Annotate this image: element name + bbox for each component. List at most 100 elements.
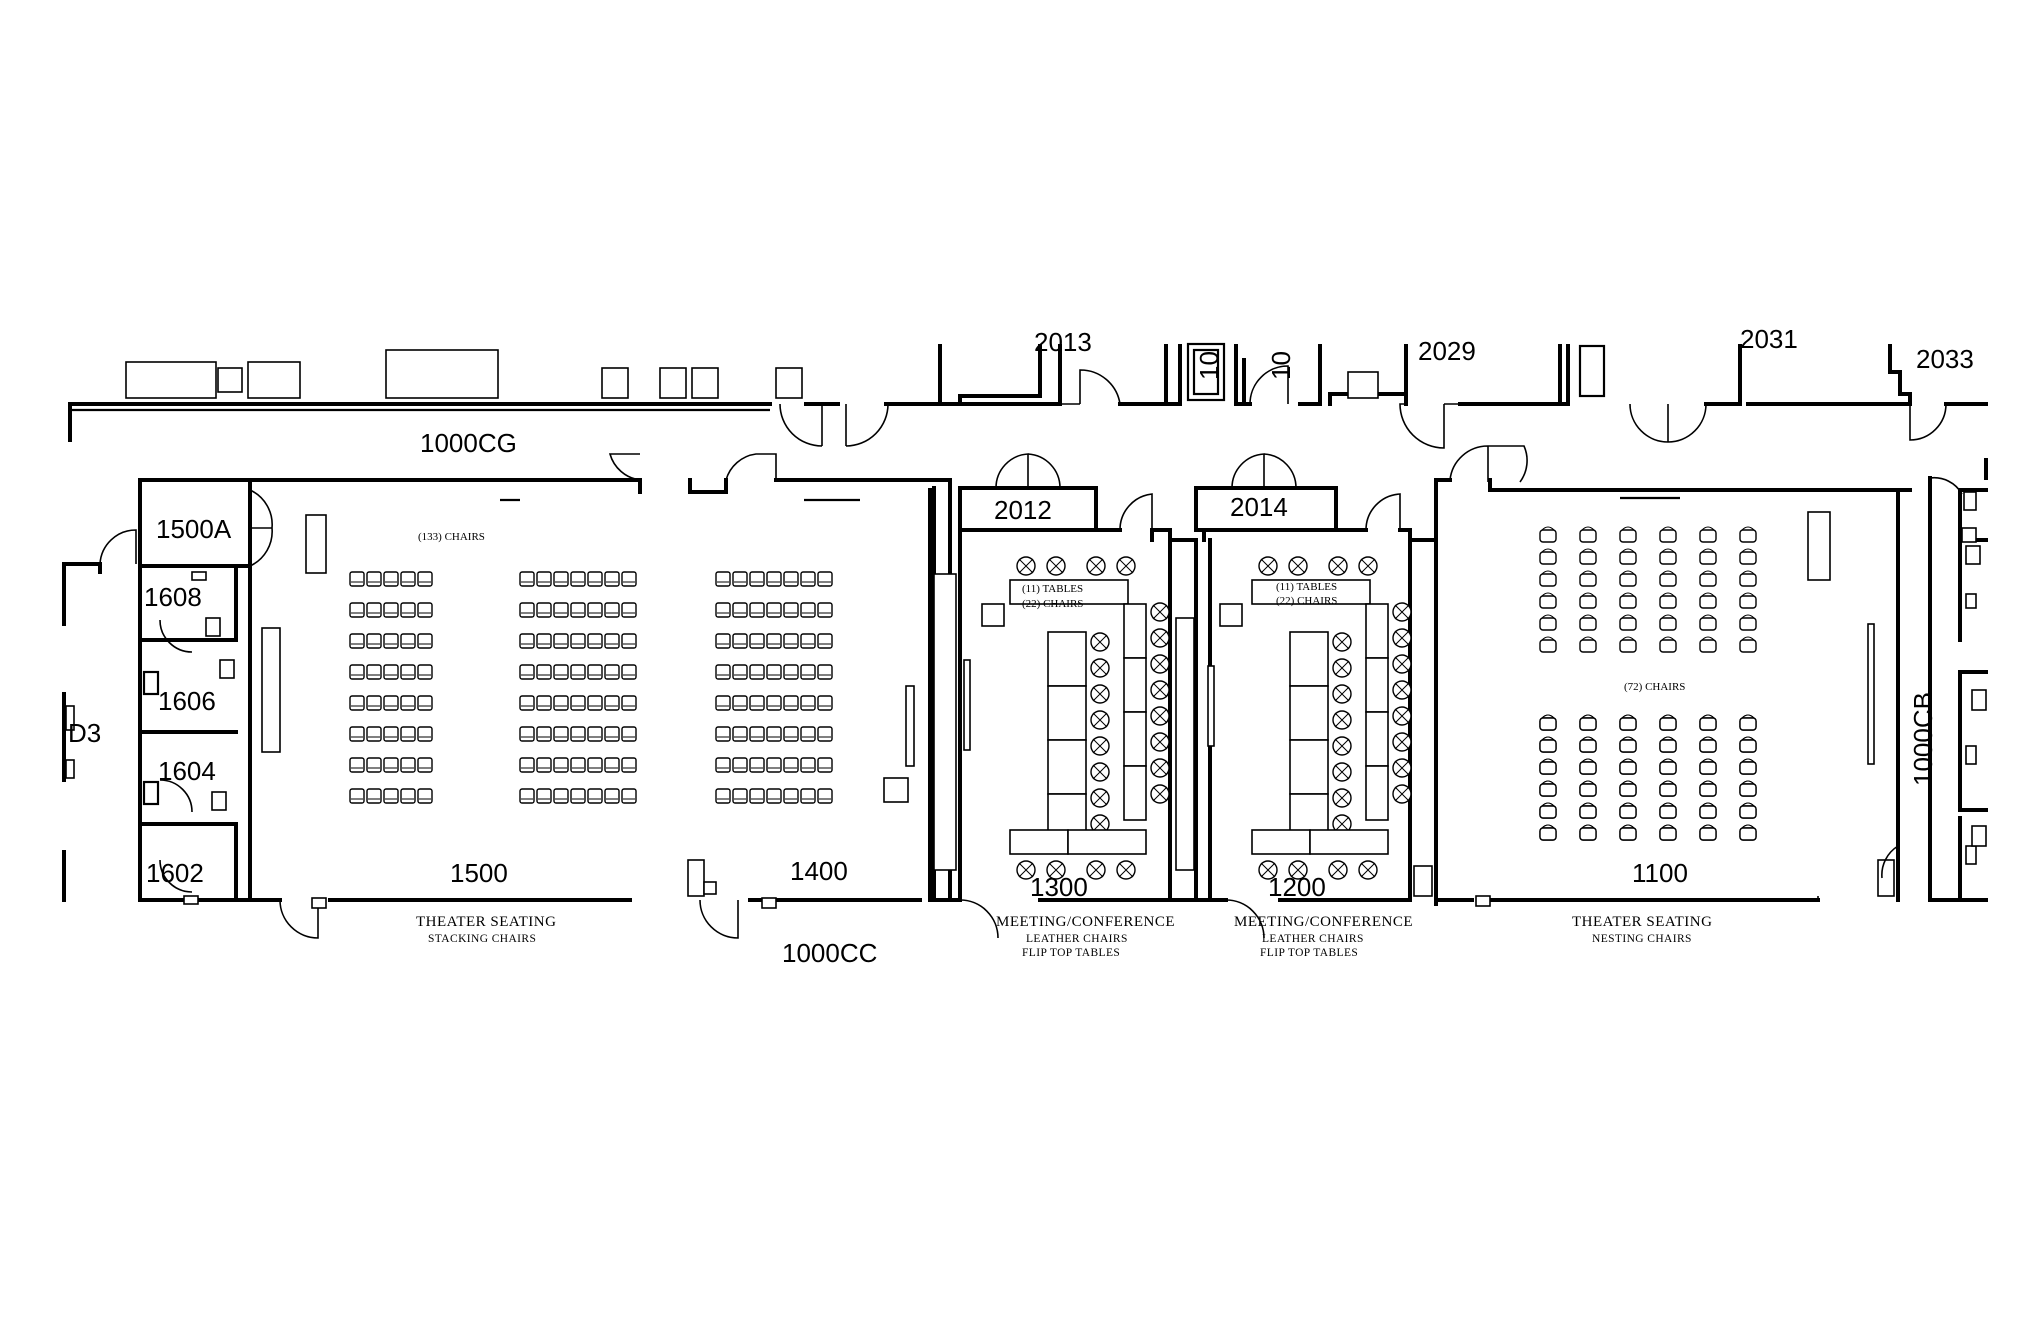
room-10-partial-label-b: 10 — [1266, 351, 1296, 380]
stacking-chair — [732, 788, 748, 804]
stacking-chair — [570, 664, 586, 680]
leather-chair — [1288, 556, 1308, 576]
stacking-chair — [383, 726, 399, 742]
nesting-chair — [1699, 802, 1717, 819]
stacking-chair — [621, 571, 637, 587]
leather-chair — [1258, 860, 1278, 880]
stacking-chair — [417, 757, 433, 773]
leather-chair — [1332, 684, 1352, 704]
nesting-chair — [1739, 570, 1757, 587]
room-1100-chair-count-note: (72) CHAIRS — [1624, 681, 1685, 693]
stacking-chair — [715, 695, 731, 711]
stacking-chair — [553, 757, 569, 773]
leather-chair — [1392, 654, 1412, 674]
leather-chair — [1288, 860, 1308, 880]
stacking-chair — [383, 695, 399, 711]
nesting-chair — [1579, 736, 1597, 753]
stacking-chair — [519, 788, 535, 804]
stacking-chair — [417, 602, 433, 618]
nesting-chair — [1579, 570, 1597, 587]
nesting-chair — [1579, 636, 1597, 653]
stacking-chair — [783, 664, 799, 680]
stacking-chair — [570, 571, 586, 587]
nesting-chair — [1699, 614, 1717, 631]
nesting-chair — [1619, 802, 1637, 819]
stacking-chair — [732, 571, 748, 587]
room-1606-label: 1606 — [158, 686, 216, 716]
nesting-chair — [1539, 548, 1557, 565]
stacking-chair — [783, 726, 799, 742]
stacking-chair — [800, 726, 816, 742]
nesting-chair — [1539, 714, 1557, 731]
nesting-chair — [1539, 780, 1557, 797]
stacking-chair — [553, 788, 569, 804]
stacking-chair — [417, 633, 433, 649]
leather-chair — [1392, 628, 1412, 648]
stacking-chair — [800, 602, 816, 618]
room-1300-chair-line: LEATHER CHAIRS — [1026, 933, 1128, 945]
stacking-chair — [817, 571, 833, 587]
nesting-chair — [1699, 758, 1717, 775]
stacking-chair — [783, 571, 799, 587]
leather-chair — [1116, 556, 1136, 576]
stacking-chair — [621, 664, 637, 680]
room-partial-left-label: D3 — [68, 718, 101, 748]
stacking-chair — [587, 695, 603, 711]
room-1300-table-line: FLIP TOP TABLES — [1022, 947, 1120, 959]
nesting-chair — [1579, 802, 1597, 819]
stacking-chair — [553, 602, 569, 618]
stacking-chair — [366, 788, 382, 804]
stacking-chair — [349, 695, 365, 711]
stacking-chair — [817, 788, 833, 804]
nesting-chair — [1699, 714, 1717, 731]
room-2013-partial-label: 2013 — [1034, 327, 1092, 357]
stacking-chair — [817, 757, 833, 773]
nesting-chair — [1659, 780, 1677, 797]
stacking-chair — [732, 664, 748, 680]
room-1500a-label: 1500A — [156, 514, 232, 544]
stacking-chair — [553, 664, 569, 680]
nesting-chair — [1539, 824, 1557, 841]
stacking-chair — [570, 695, 586, 711]
room-1400-label: 1400 — [790, 856, 848, 886]
stacking-chair — [749, 757, 765, 773]
stacking-chair — [766, 757, 782, 773]
leather-chair — [1046, 556, 1066, 576]
leather-chair — [1150, 706, 1170, 726]
nesting-chair — [1619, 548, 1637, 565]
stacking-chair — [732, 726, 748, 742]
stacking-chair — [536, 664, 552, 680]
room-2033-label: 2033 — [1916, 344, 1974, 374]
stacking-chair — [604, 695, 620, 711]
stacking-chair — [366, 664, 382, 680]
stacking-chair — [621, 633, 637, 649]
nesting-chair — [1579, 526, 1597, 543]
stacking-chair — [553, 633, 569, 649]
leather-chair — [1392, 732, 1412, 752]
room-2014-label: 2014 — [1230, 492, 1288, 522]
stacking-chair — [715, 571, 731, 587]
leather-chair — [1328, 860, 1348, 880]
stacking-chair — [766, 571, 782, 587]
nesting-chair — [1619, 824, 1637, 841]
stacking-chair — [621, 788, 637, 804]
corridor-1000cg-label: 1000CG — [420, 428, 517, 458]
room-2031-partial-label: 2031 — [1740, 324, 1798, 354]
stacking-chair — [732, 695, 748, 711]
stacking-chair — [400, 602, 416, 618]
stacking-chair — [587, 757, 603, 773]
room-1100-walls — [1408, 445, 1963, 907]
stacking-chair — [383, 788, 399, 804]
nesting-chair — [1739, 714, 1757, 731]
nesting-chair — [1659, 802, 1677, 819]
nesting-chair — [1539, 526, 1557, 543]
leather-chair — [1116, 860, 1136, 880]
stacking-chair — [766, 788, 782, 804]
stacking-chair — [383, 664, 399, 680]
room-1100-label: 1100 — [1632, 858, 1688, 888]
leather-chair — [1150, 654, 1170, 674]
stacking-chair — [349, 726, 365, 742]
stacking-chair — [766, 726, 782, 742]
nesting-chair — [1699, 592, 1717, 609]
